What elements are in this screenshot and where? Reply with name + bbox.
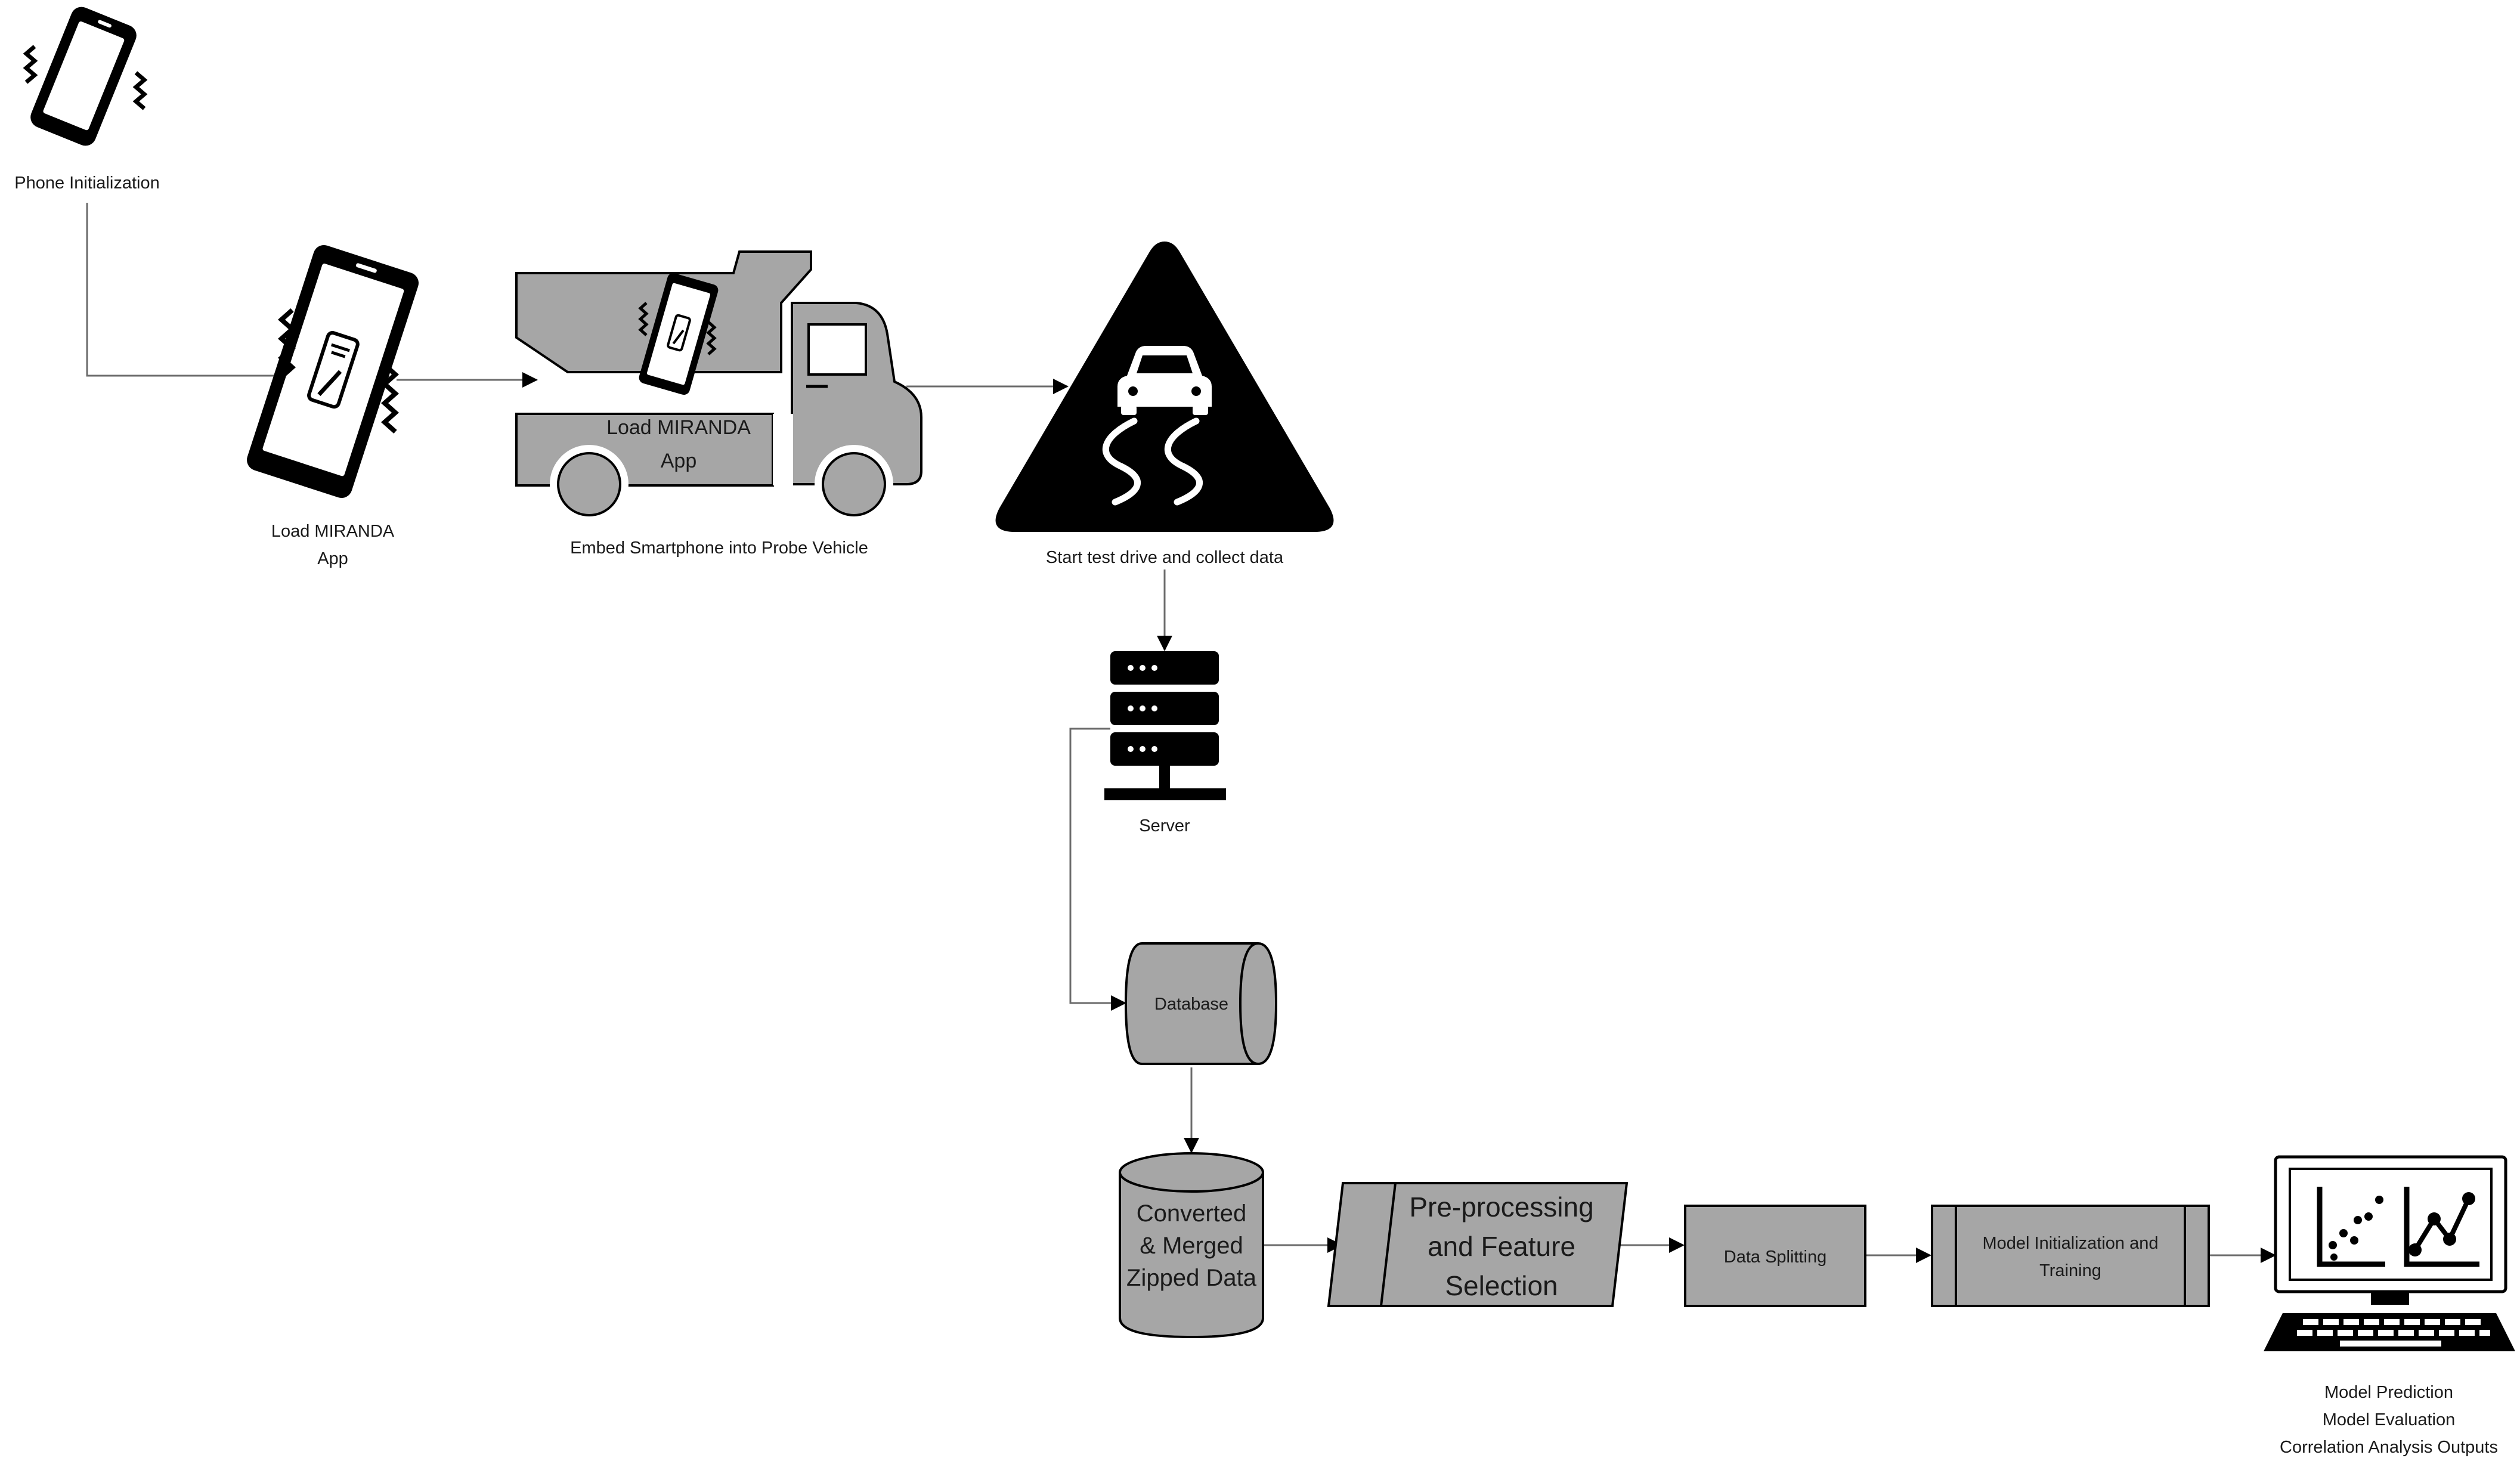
vibration-right-icon bbox=[132, 71, 148, 110]
slippery-road-warning-icon bbox=[995, 242, 1334, 532]
preprocessing-label-line1: Pre-processing bbox=[1409, 1191, 1593, 1222]
zipped-data-label-line1: Converted bbox=[1137, 1200, 1247, 1227]
phone-initialization-node: Phone Initialization bbox=[14, 7, 160, 193]
embed-smartphone-label: Embed Smartphone into Probe Vehicle bbox=[570, 538, 868, 558]
data-splitting-shape bbox=[1684, 1205, 1866, 1307]
output-label-line1: Model Prediction bbox=[2324, 1383, 2453, 1402]
zipped-data-label-line3: Zipped Data bbox=[1126, 1265, 1257, 1291]
phone-initialization-label: Phone Initialization bbox=[14, 174, 159, 193]
load-app-label-line1: Load MIRANDA bbox=[271, 522, 395, 541]
truck-app-label-line1: Load MIRANDA bbox=[606, 416, 751, 439]
zipped-data-label-line2: & Merged bbox=[1140, 1233, 1243, 1259]
preprocessing-label-line2: and Feature bbox=[1428, 1231, 1575, 1262]
load-app-label-line2: App bbox=[317, 549, 348, 568]
zipped-data-shape bbox=[1119, 1172, 1264, 1339]
connector-server-to-database bbox=[1069, 728, 1126, 1011]
model-training-label-line2: Training bbox=[2039, 1261, 2101, 1280]
vibration-right-icon bbox=[380, 363, 400, 434]
phone-with-app-icon bbox=[246, 244, 419, 499]
database-label: Database bbox=[1154, 995, 1228, 1014]
preprocessing-shape bbox=[1327, 1182, 1629, 1307]
database-node: Database bbox=[1124, 942, 1278, 1065]
zipped-data-node: Converted & Merged Zipped Data bbox=[1119, 1152, 1264, 1339]
vibration-left-icon bbox=[277, 308, 296, 379]
connector-phone-to-app bbox=[86, 203, 274, 377]
computer-charts-icon bbox=[2264, 1155, 2515, 1351]
preprocessing-node: Pre-processing and Feature Selection bbox=[1327, 1182, 1629, 1307]
data-splitting-label: Data Splitting bbox=[1724, 1248, 1827, 1267]
model-training-node: Model Initialization and Training bbox=[1931, 1205, 2210, 1307]
preprocessing-label-line3: Selection bbox=[1445, 1270, 1558, 1301]
truck-app-label-line2: App bbox=[661, 450, 697, 472]
test-drive-node: Start test drive and collect data bbox=[995, 242, 1334, 567]
output-label-line3: Correlation Analysis Outputs bbox=[2280, 1438, 2498, 1457]
server-node: Server bbox=[1104, 651, 1226, 835]
model-training-label-line1: Model Initialization and bbox=[1982, 1234, 2158, 1253]
load-app-node: Load MIRANDA App bbox=[246, 244, 419, 568]
vibrating-smartphone-icon bbox=[30, 7, 137, 146]
server-rack-icon bbox=[1104, 651, 1226, 800]
model-training-shape bbox=[1931, 1205, 2210, 1307]
data-splitting-node: Data Splitting bbox=[1684, 1205, 1866, 1307]
output-node: Model Prediction Model Evaluation Correl… bbox=[2264, 1155, 2515, 1457]
server-label: Server bbox=[1139, 816, 1190, 835]
database-shape bbox=[1124, 942, 1278, 1065]
vibration-left-icon bbox=[23, 45, 38, 84]
test-drive-label: Start test drive and collect data bbox=[1046, 548, 1284, 567]
dump-truck-icon bbox=[515, 250, 922, 524]
vibration-right-icon bbox=[706, 321, 717, 355]
vibration-left-icon bbox=[638, 302, 649, 336]
probe-vehicle-node: Load MIRANDA App Embed Smartphone into P… bbox=[515, 250, 922, 558]
embedded-phone-icon bbox=[639, 273, 719, 395]
output-label-line2: Model Evaluation bbox=[2323, 1410, 2455, 1429]
connectors bbox=[86, 203, 2276, 1263]
